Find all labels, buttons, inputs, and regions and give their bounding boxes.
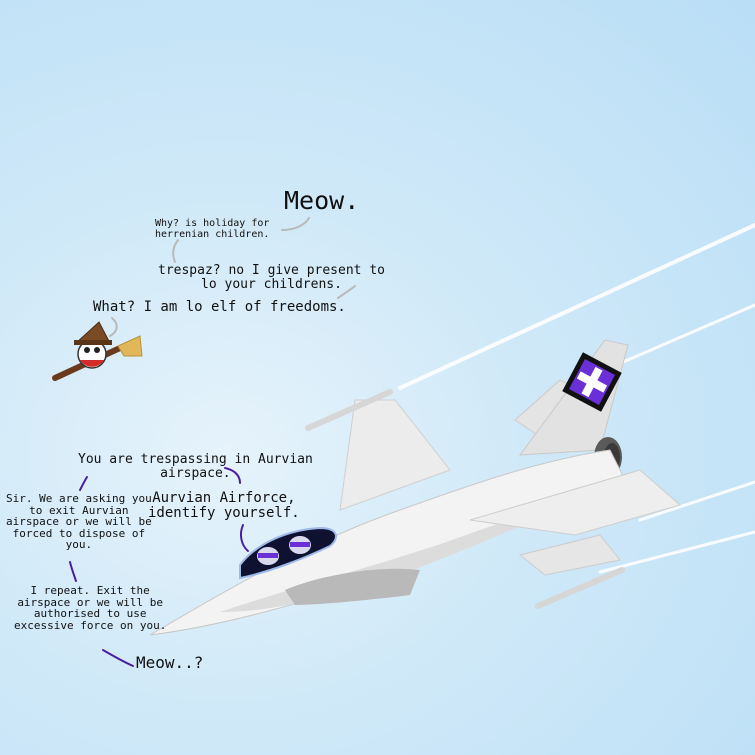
- dialogue-meow-question: Meow..?: [136, 653, 204, 672]
- fighter-jet: [149, 339, 682, 636]
- dialogue-asking: Sir. We are asking you to exit Aurvian a…: [6, 492, 152, 552]
- dialogue-trespaz: trespaz? no I give present to lo your ch…: [158, 263, 385, 292]
- dialogue-trespassing: You are trespassing in Aurvian airspace.: [78, 452, 313, 481]
- speech-lines: [69, 217, 356, 667]
- dialogue-identify: Aurvian Airforce, identify yourself.: [148, 490, 300, 521]
- dialogue-repeat: I repeat. Exit the airspace or we will b…: [14, 584, 167, 632]
- dialogue-elf: What? I am lo elf of freedoms.: [93, 299, 346, 315]
- witch-character: [52, 321, 143, 381]
- contrails: [398, 223, 755, 574]
- dialogue-meow: Meow.: [284, 186, 360, 215]
- tail-emblem: [562, 352, 622, 412]
- dialogue-holiday: Why? is holiday for herrenian children.: [155, 218, 270, 240]
